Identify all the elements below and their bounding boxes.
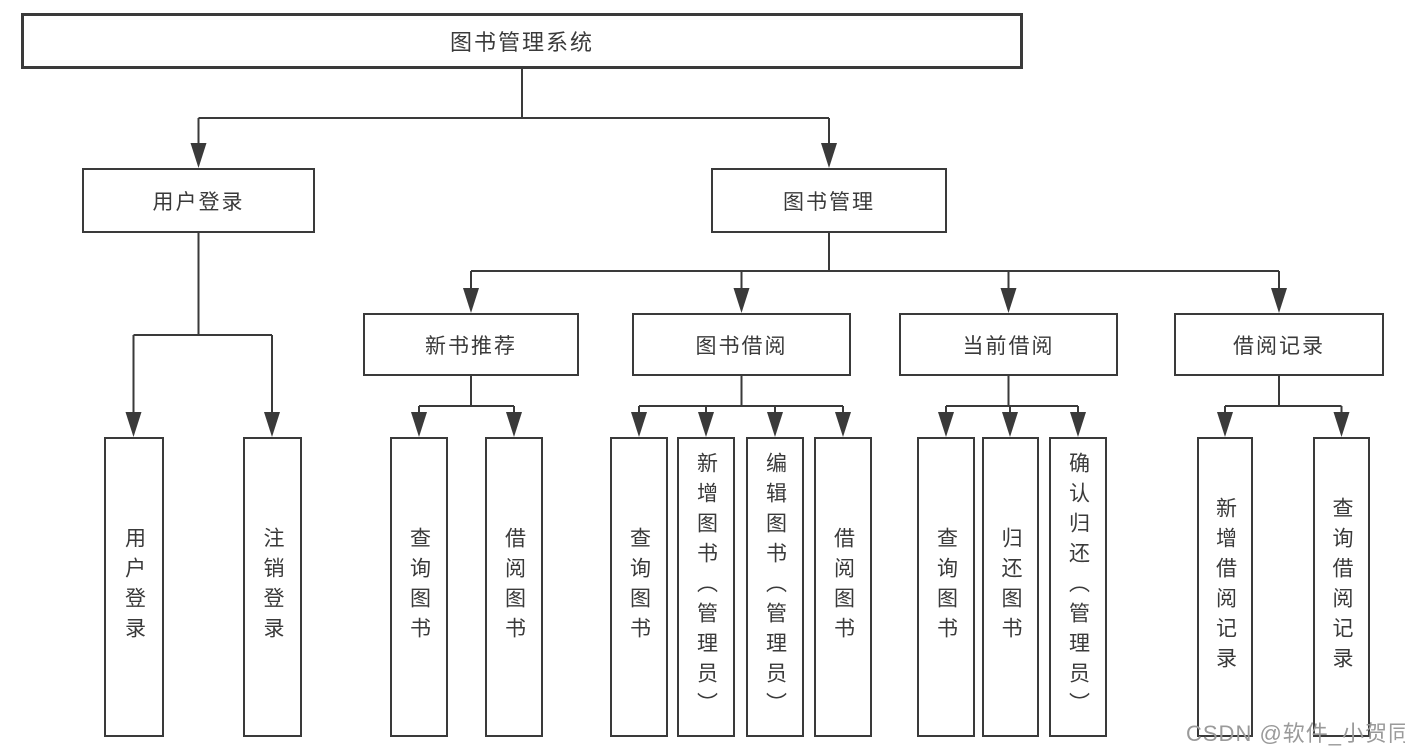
leaf-label: 归还图书 bbox=[999, 527, 1022, 647]
leaf-query-books-borrowing: 查询图书 bbox=[610, 437, 668, 737]
leaf-label: 查询图书 bbox=[627, 527, 651, 647]
leaf-label: 用户登录 bbox=[122, 527, 146, 647]
node-label: 图书管理 bbox=[783, 190, 875, 214]
leaf-query-borrow-record: 查询借阅记录 bbox=[1313, 437, 1370, 737]
leaf-query-books-recommend: 查询图书 bbox=[390, 437, 448, 737]
leaf-logout: 注销登录 bbox=[243, 437, 302, 737]
leaf-add-borrow-record: 新增借阅记录 bbox=[1197, 437, 1253, 737]
node-library-management-system: 图书管理系统 bbox=[21, 13, 1023, 69]
leaf-edit-books-admin: 编辑图书（管理员） bbox=[746, 437, 804, 737]
node-label: 借阅记录 bbox=[1233, 334, 1325, 358]
node-borrowing-records: 借阅记录 bbox=[1174, 313, 1384, 376]
node-label: 图书借阅 bbox=[695, 334, 788, 358]
node-current-borrowing: 当前借阅 bbox=[899, 313, 1118, 376]
leaf-label: 注销登录 bbox=[261, 527, 284, 647]
node-new-book-recommend: 新书推荐 bbox=[363, 313, 579, 376]
leaf-return-books: 归还图书 bbox=[982, 437, 1039, 737]
leaf-label: 新增图书（管理员） bbox=[694, 452, 718, 722]
node-label: 图书管理系统 bbox=[449, 30, 594, 55]
node-label: 当前借阅 bbox=[962, 334, 1055, 358]
leaf-confirm-return-admin: 确认归还（管理员） bbox=[1049, 437, 1107, 737]
leaf-user-login: 用户登录 bbox=[104, 437, 164, 737]
node-label: 用户登录 bbox=[152, 190, 245, 214]
watermark: CSDN @软件_小贺同学 bbox=[1186, 721, 1405, 746]
node-book-management: 图书管理 bbox=[711, 168, 947, 233]
leaf-label: 确认归还（管理员） bbox=[1066, 452, 1090, 722]
node-user-login: 用户登录 bbox=[82, 168, 315, 233]
leaf-label: 借阅图书 bbox=[831, 527, 855, 647]
leaf-label: 借阅图书 bbox=[502, 527, 526, 647]
leaf-label: 查询图书 bbox=[407, 527, 431, 647]
leaf-borrow-books: 借阅图书 bbox=[814, 437, 872, 737]
leaf-label: 编辑图书（管理员） bbox=[763, 452, 787, 722]
node-label: 新书推荐 bbox=[425, 334, 517, 358]
leaf-label: 查询借阅记录 bbox=[1330, 497, 1353, 677]
leaf-borrow-books-recommend: 借阅图书 bbox=[485, 437, 543, 737]
leaf-label: 新增借阅记录 bbox=[1213, 497, 1237, 677]
leaf-add-books-admin: 新增图书（管理员） bbox=[677, 437, 735, 737]
leaf-label: 查询图书 bbox=[934, 527, 958, 647]
node-book-borrowing: 图书借阅 bbox=[632, 313, 851, 376]
leaf-query-books-current: 查询图书 bbox=[917, 437, 975, 737]
